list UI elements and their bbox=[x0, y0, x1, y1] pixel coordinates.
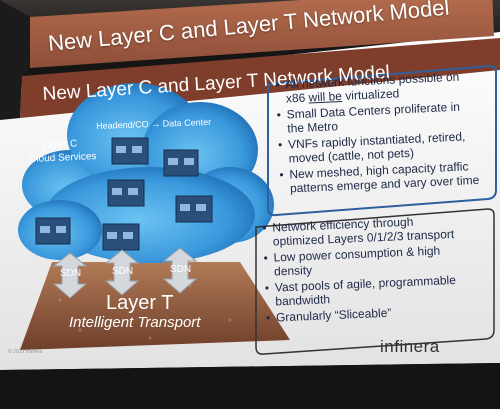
title-bar bbox=[30, 0, 494, 68]
infinera-logo: infinera bbox=[380, 337, 440, 356]
screen-bottom-frame bbox=[0, 363, 500, 409]
transport-layer-shape bbox=[20, 262, 290, 350]
sdn-label: SDN bbox=[60, 268, 82, 279]
top-bullet-box bbox=[267, 64, 497, 217]
layer-t-subtitle: Intelligent Transport bbox=[69, 314, 201, 331]
cloud-label-line1: Layer C bbox=[42, 138, 78, 151]
bottom-bullet-list: Network efficiency through optimized Lay… bbox=[262, 213, 466, 327]
top-bullet-list: All network functions possible on x86 wi… bbox=[275, 69, 480, 198]
sdn-arrows bbox=[52, 247, 198, 299]
sdn-label: SDN bbox=[170, 264, 192, 275]
copyright-text: © 2019 Infinera bbox=[8, 349, 43, 355]
sdn-label: SDN bbox=[112, 266, 134, 277]
bottom-bullet-box bbox=[255, 208, 495, 355]
layer-t-title: Layer T bbox=[106, 292, 174, 314]
